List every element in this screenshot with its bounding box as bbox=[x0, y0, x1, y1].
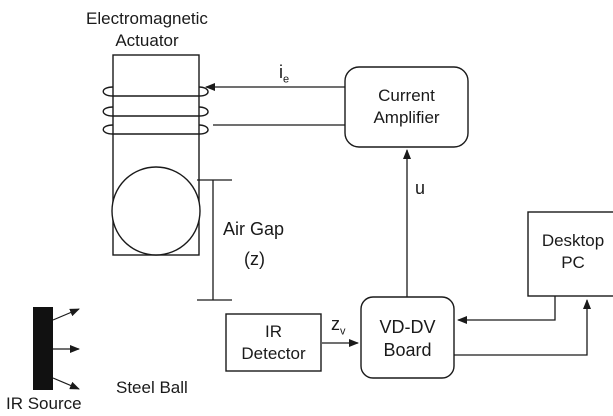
ir-source-emitter bbox=[33, 307, 53, 390]
amplifier-label: Current Amplifier bbox=[345, 85, 468, 129]
desktop-label-line2: PC bbox=[561, 253, 585, 272]
detector-label-line1: IR bbox=[265, 322, 282, 341]
air-gap-label-line2: (z) bbox=[244, 249, 265, 269]
pc-to-board-arrow bbox=[457, 296, 556, 324]
desktop-label-line1: Desktop bbox=[541, 231, 605, 250]
actuator-label-line1: Electromagnetic bbox=[86, 9, 208, 28]
current-signal-symbol: i bbox=[279, 62, 283, 82]
ir-source-label: IR Source bbox=[6, 394, 82, 414]
board-label: VD-DV Board bbox=[361, 316, 454, 362]
desktop-pc-box bbox=[527, 211, 613, 297]
current-signal-label: ie bbox=[279, 62, 289, 86]
ir-source-text: IR Source bbox=[6, 394, 82, 413]
vd-dv-board-box bbox=[360, 296, 455, 379]
detector-label: IR Detector bbox=[226, 321, 321, 365]
board-label-line2: Board bbox=[383, 340, 432, 360]
ir-detector-box bbox=[225, 313, 322, 372]
detector-label-line2: Detector bbox=[241, 344, 306, 363]
sensor-signal-label: zv bbox=[331, 314, 346, 338]
ir-rays bbox=[52, 308, 80, 390]
air-gap-indicator bbox=[197, 179, 232, 301]
current-signal-subscript: e bbox=[283, 73, 290, 86]
board-to-pc-arrow bbox=[454, 299, 591, 356]
control-signal-text: u bbox=[415, 178, 426, 198]
air-gap-label-line1: Air Gap bbox=[223, 219, 285, 239]
sensor-signal-symbol: z bbox=[331, 314, 340, 334]
coil-windings bbox=[102, 86, 209, 135]
steel-ball bbox=[111, 166, 201, 256]
actuator-label: Electromagnetic Actuator bbox=[52, 8, 242, 52]
board-label-line1: VD-DV bbox=[379, 317, 436, 337]
current-amplifier-box bbox=[344, 66, 469, 148]
steel-ball-text: Steel Ball bbox=[116, 378, 188, 397]
sensor-signal-subscript: v bbox=[340, 325, 346, 338]
amplifier-label-line2: Amplifier bbox=[373, 108, 440, 127]
steel-ball-label: Steel Ball bbox=[116, 378, 188, 398]
air-gap-label: Air Gap (z) bbox=[223, 214, 284, 274]
desktop-label: Desktop PC bbox=[530, 230, 613, 274]
actuator-label-line2: Actuator bbox=[115, 31, 179, 50]
control-signal-label: u bbox=[415, 178, 425, 199]
amplifier-label-line1: Current bbox=[378, 86, 435, 105]
